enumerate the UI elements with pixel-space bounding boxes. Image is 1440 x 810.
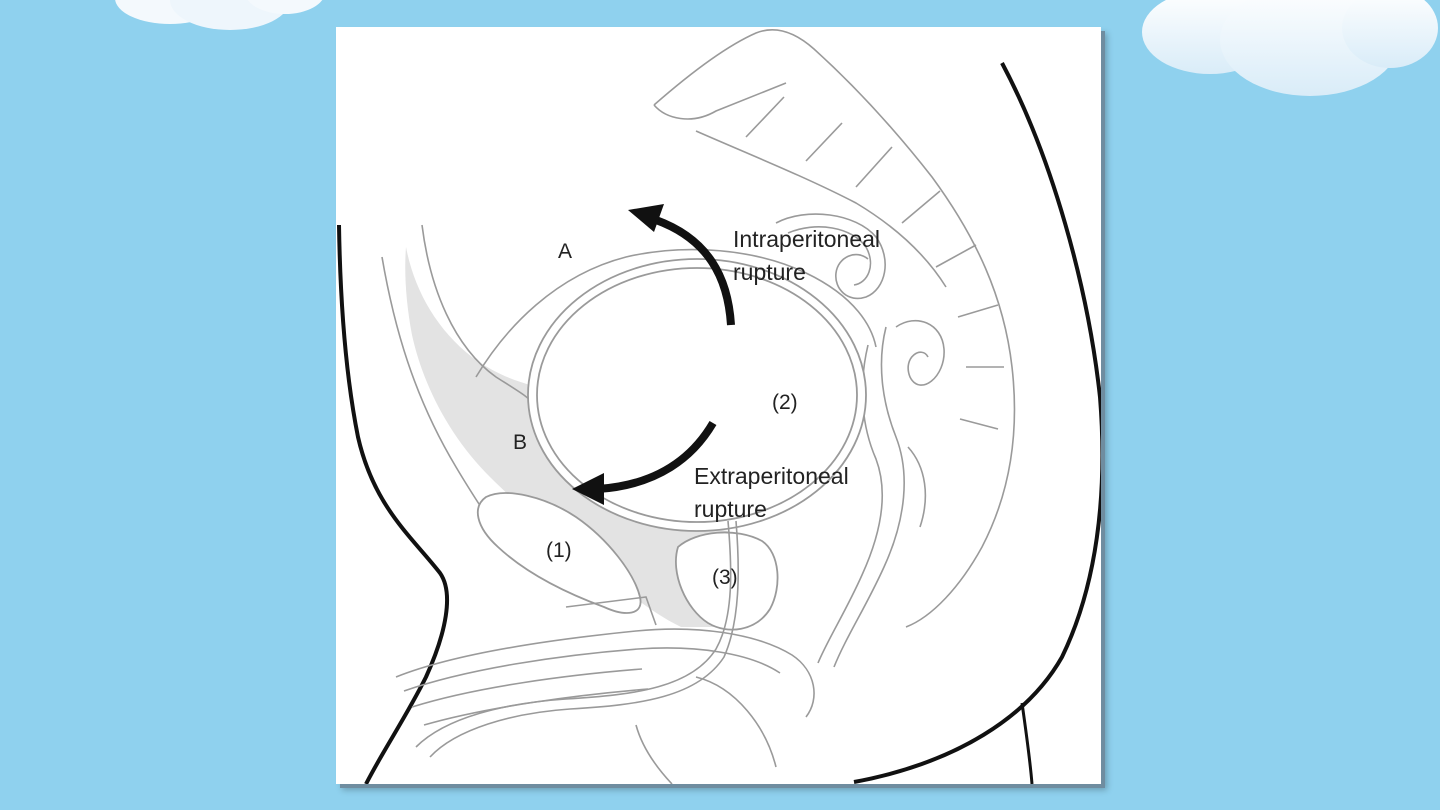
prostate [675,531,779,631]
label-marker-1: (1) [546,539,572,562]
bladder-inner-wall [536,267,858,523]
intraperitoneal-arrowhead-icon [628,204,664,232]
cloud-top-left-icon [115,0,323,30]
anterior-body-contour [337,224,450,784]
extraperitoneal-shaded-region [405,247,728,627]
urethra [415,520,732,748]
label-region-b: B [513,431,527,454]
sacrum-spine [653,29,1016,628]
diagram-card: A B Intraperitoneal rupture Extraperiton… [336,27,1101,784]
label-intraperitoneal-line2: rupture [733,259,806,285]
label-extraperitoneal-line1: Extraperitoneal [694,463,849,489]
label-region-a: A [558,240,572,263]
intraperitoneal-arrow [654,216,735,326]
extraperitoneal-arrowhead-icon [572,473,604,505]
pubic-bone [477,492,642,614]
label-intraperitoneal-line1: Intraperitoneal [733,226,880,252]
extraperitoneal-arrow [597,420,717,493]
buttock-crease-line [1020,702,1034,784]
bladder-rupture-diagram: A B Intraperitoneal rupture Extraperiton… [337,29,1101,784]
label-marker-3: (3) [712,566,738,589]
label-marker-2: (2) [772,391,798,414]
posterior-body-contour [853,62,1101,784]
cloud-top-right-icon [1142,0,1438,96]
urethra-inner [429,520,740,758]
peritoneum-line [475,248,877,378]
label-extraperitoneal-line2: rupture [694,496,767,522]
perineal-structures [395,596,815,784]
abdominal-wall-line [421,224,537,408]
